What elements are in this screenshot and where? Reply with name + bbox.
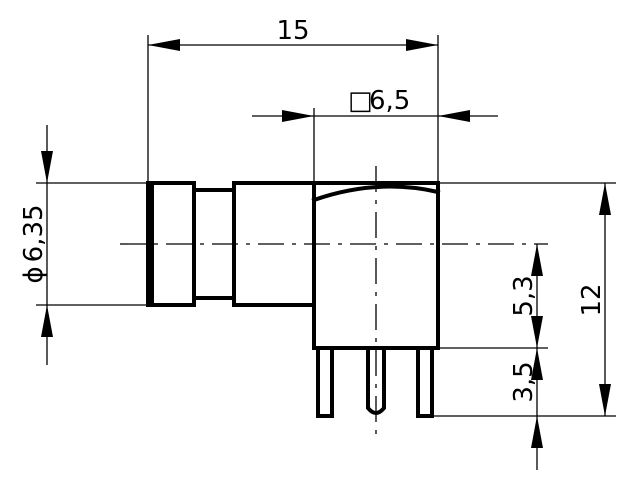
pin-height-label: 3,5 <box>509 361 539 402</box>
dimension-body-height: 12 <box>432 182 616 417</box>
front-flange <box>146 181 196 307</box>
connector-outline <box>146 181 441 418</box>
dimension-diameter: ϕ6,35 <box>19 125 148 365</box>
pin-right <box>416 346 434 418</box>
diameter-label: ϕ6,35 <box>19 204 49 283</box>
square-symbol: □ <box>348 86 373 116</box>
dimension-square: □ 6,5 <box>252 86 498 183</box>
body-height-label: 12 <box>577 283 607 316</box>
overall-length-label: 15 <box>276 16 309 46</box>
upper-height-label: 5,3 <box>509 275 539 316</box>
dimension-overall-length: 15 <box>147 16 439 183</box>
square-size-label: 6,5 <box>369 86 410 116</box>
dimension-stack: 5,3 3,5 <box>438 244 548 470</box>
pin-left <box>316 346 334 418</box>
